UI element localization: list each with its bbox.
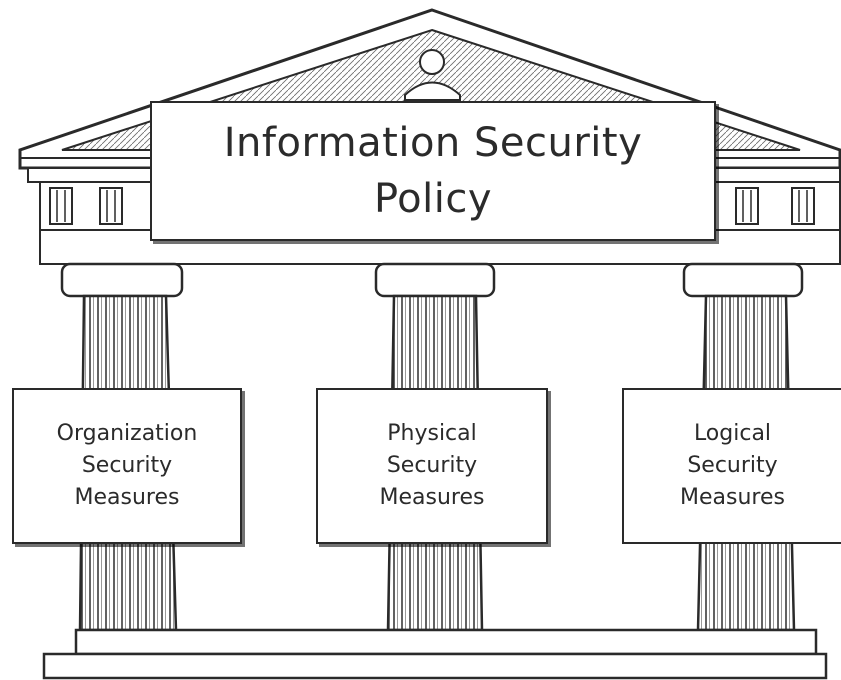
- policy-roof-label: Information Security Policy: [150, 101, 716, 241]
- pillar-label-logical: Logical Security Measures: [680, 421, 785, 510]
- pillar-physical: Physical Security Measures: [316, 388, 548, 544]
- policy-title: Information Security Policy: [223, 120, 643, 222]
- pillar-organization: Organization Security Measures: [12, 388, 242, 544]
- base-steps: [42, 628, 828, 680]
- pillar-label-physical: Physical Security Measures: [379, 421, 485, 510]
- pillar-label-organization: Organization Security Measures: [56, 421, 198, 510]
- column-capitals: [60, 262, 804, 298]
- pillar-logical: Logical Security Measures: [622, 388, 841, 544]
